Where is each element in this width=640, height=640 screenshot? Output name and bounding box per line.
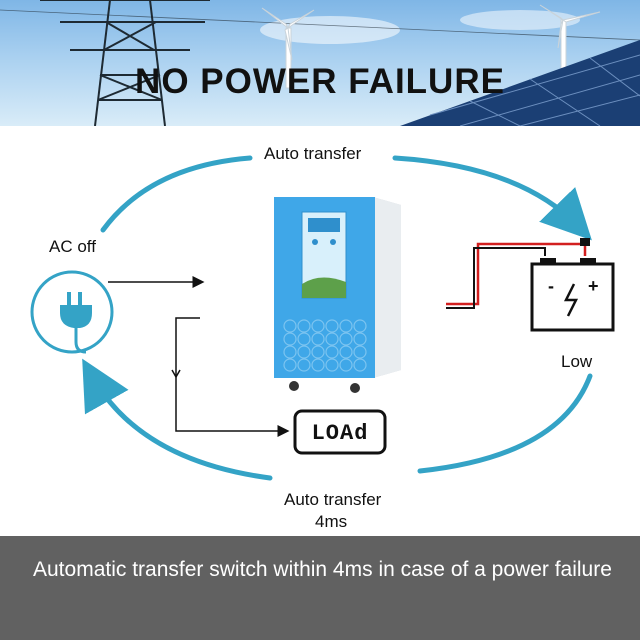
- diagram-canvas: - + LOAd: [30, 155, 615, 481]
- solar-panel-icon: [400, 40, 640, 126]
- load-down-arrow: [171, 369, 181, 379]
- auto-transfer-arrow-top-right: [392, 155, 592, 241]
- wind-turbine-icon: [261, 4, 601, 89]
- page-title: NO POWER FAILURE: [135, 62, 505, 101]
- caption-bar: Automatic transfer switch within 4ms in …: [0, 536, 640, 640]
- caption-text: Automatic transfer switch within 4ms in …: [33, 558, 612, 581]
- transfer-diagram: - + LOAd Auto transfer AC off Low Auto t…: [0, 126, 640, 536]
- auto-transfer-top-label: Auto transfer: [264, 144, 362, 163]
- transfer-time-label: 4ms: [315, 512, 348, 531]
- auto-transfer-bottom-label: Auto transfer: [284, 490, 382, 509]
- power-pylon-icon: [0, 0, 640, 126]
- ac-plug-icon: [30, 270, 114, 354]
- ac-off-label: AC off: [49, 237, 96, 256]
- svg-text:+: +: [588, 276, 599, 296]
- auto-transfer-arrow-bottom-right: [417, 373, 593, 474]
- battery-icon: - +: [446, 238, 615, 332]
- auto-transfer-arrow-bottom-left: [82, 358, 273, 481]
- hero-banner: NO POWER FAILURE: [0, 0, 640, 126]
- inverter-unit: [274, 197, 401, 393]
- hero-background: [0, 0, 640, 126]
- auto-transfer-arrow-top-left: [100, 155, 253, 233]
- load-output-line: [175, 317, 290, 437]
- load-icon: [293, 409, 387, 455]
- battery-low-label: Low: [561, 352, 593, 371]
- svg-text:-: -: [548, 276, 554, 296]
- load-label: LOAd: [312, 421, 369, 446]
